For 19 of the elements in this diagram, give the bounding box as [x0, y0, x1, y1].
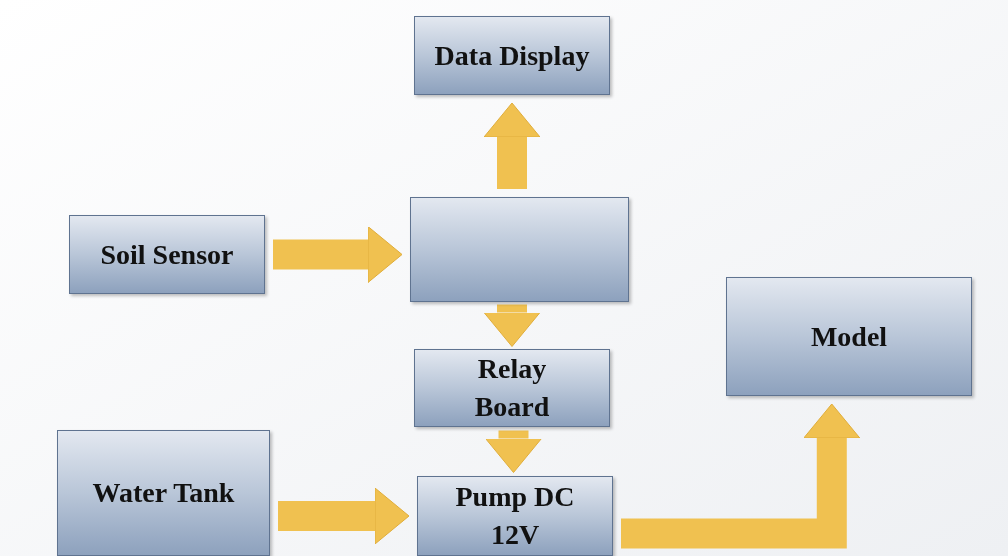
box-label: Pump DC 12V: [454, 480, 576, 552]
box-label: Soil Sensor: [100, 237, 234, 272]
box-label: Relay Board: [473, 352, 551, 424]
block-arrow: [483, 304, 541, 347]
block-box: [410, 197, 629, 302]
box-label: Model: [810, 319, 888, 354]
block-box: [726, 277, 972, 396]
block-arrow: [483, 102, 541, 189]
block-box: [417, 476, 613, 556]
block-arrow: [278, 487, 410, 545]
box-label: Water Tank: [92, 476, 235, 510]
block-arrow: [485, 430, 542, 473]
block-arrow: [621, 403, 861, 549]
block-box: [414, 16, 610, 95]
block-arrow: [273, 226, 403, 283]
block-box: [414, 349, 610, 427]
box-label: Data Display: [434, 38, 590, 73]
block-box: [69, 215, 265, 294]
block-box: [57, 430, 270, 556]
